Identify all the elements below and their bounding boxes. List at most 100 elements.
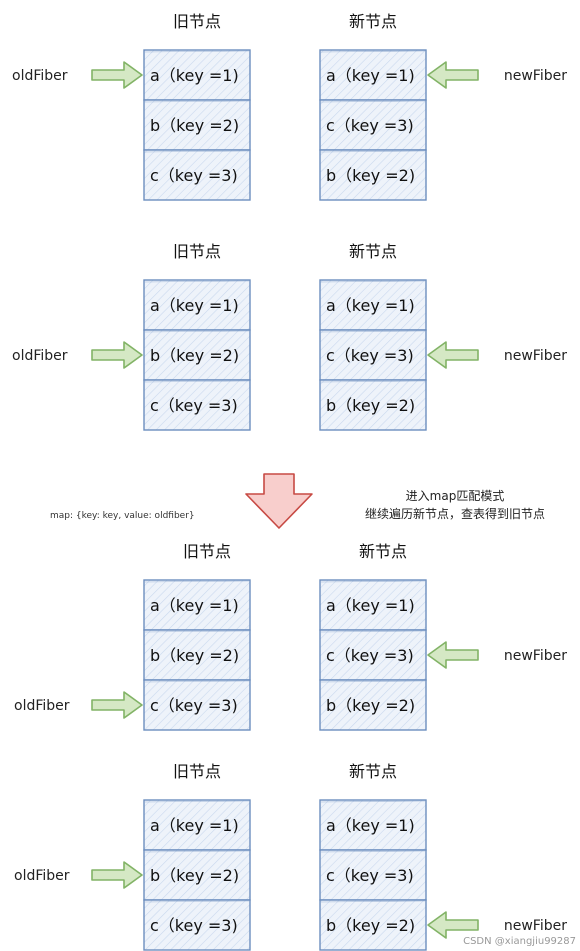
new-node-label: a（key =1) (326, 816, 415, 835)
new-node-cell: a（key =1) (319, 49, 427, 101)
new-node-label: a（key =1) (326, 596, 415, 615)
old-node-label: b（key =2) (150, 866, 239, 885)
old-node-cell: b（key =2) (143, 99, 251, 151)
new-node-label: b（key =2) (326, 166, 415, 185)
old-node-label: c（key =3) (150, 166, 238, 185)
panels-layer: 旧节点新节点a（key =1)b（key =2)c（key =3)a（key =… (12, 12, 567, 951)
left-arrow-icon (427, 911, 479, 939)
new-nodes-heading: 新节点 (349, 762, 397, 781)
old-node-label: a（key =1) (150, 296, 239, 315)
new-node-stack: a（key =1) c（key =3) b（key =2) (319, 799, 427, 951)
new-node-label: b（key =2) (326, 696, 415, 715)
new-node-cell: b（key =2) (319, 379, 427, 431)
new-node-cell: c（key =3) (319, 849, 427, 901)
new-node-cell: a（key =1) (319, 799, 427, 851)
transition-section: map: {key: key, value: oldfiber} 进入map匹配… (50, 473, 545, 529)
new-node-label: a（key =1) (326, 66, 415, 85)
old-fiber-pointer: oldFiber (14, 691, 143, 719)
old-nodes-heading: 旧节点 (173, 762, 221, 781)
old-node-cell: a（key =1) (143, 279, 251, 331)
old-node-stack: a（key =1) b（key =2) c（key =3) (143, 279, 251, 431)
old-fiber-pointer: oldFiber (14, 861, 143, 889)
map-mode-note-line2: 继续遍历新节点，查表得到旧节点 (365, 506, 545, 521)
old-node-cell: a（key =1) (143, 579, 251, 631)
right-arrow-icon (91, 341, 143, 369)
new-fiber-pointer: newFiber (427, 341, 567, 369)
right-arrow-icon (91, 861, 143, 889)
new-node-cell: b（key =2) (319, 899, 427, 951)
new-node-cell: c（key =3) (319, 329, 427, 381)
old-nodes-heading: 旧节点 (173, 242, 221, 261)
new-node-cell: b（key =2) (319, 149, 427, 201)
new-node-cell: c（key =3) (319, 629, 427, 681)
left-arrow-icon (427, 641, 479, 669)
new-fiber-pointer: newFiber (427, 641, 567, 669)
new-node-label: c（key =3) (326, 346, 414, 365)
old-node-label: a（key =1) (150, 816, 239, 835)
new-node-stack: a（key =1) c（key =3) b（key =2) (319, 579, 427, 731)
new-node-label: c（key =3) (326, 646, 414, 665)
old-node-cell: c（key =3) (143, 149, 251, 201)
new-nodes-heading: 新节点 (359, 542, 407, 561)
old-fiber-label: oldFiber (12, 68, 68, 84)
new-fiber-label: newFiber (504, 68, 567, 84)
new-node-label: b（key =2) (326, 396, 415, 415)
new-node-label: a（key =1) (326, 296, 415, 315)
diff-step-panel: 旧节点新节点a（key =1)b（key =2)c（key =3)a（key =… (14, 542, 567, 731)
new-node-stack: a（key =1) c（key =3) b（key =2) (319, 49, 427, 201)
old-node-label: b（key =2) (150, 646, 239, 665)
diff-step-panel: 旧节点新节点a（key =1)b（key =2)c（key =3)a（key =… (12, 12, 567, 201)
old-fiber-label: oldFiber (14, 698, 70, 714)
old-node-cell: c（key =3) (143, 679, 251, 731)
old-node-label: c（key =3) (150, 396, 238, 415)
new-node-cell: b（key =2) (319, 679, 427, 731)
old-node-stack: a（key =1) b（key =2) c（key =3) (143, 49, 251, 201)
new-fiber-pointer: newFiber (427, 61, 567, 89)
old-node-label: c（key =3) (150, 696, 238, 715)
old-fiber-pointer: oldFiber (12, 61, 143, 89)
old-node-cell: a（key =1) (143, 799, 251, 851)
new-fiber-label: newFiber (504, 348, 567, 364)
new-node-label: c（key =3) (326, 116, 414, 135)
old-node-stack: a（key =1) b（key =2) c（key =3) (143, 799, 251, 951)
old-node-cell: b（key =2) (143, 849, 251, 901)
right-arrow-icon (91, 61, 143, 89)
old-node-label: a（key =1) (150, 66, 239, 85)
old-node-cell: b（key =2) (143, 329, 251, 381)
old-node-cell: c（key =3) (143, 379, 251, 431)
new-fiber-label: newFiber (504, 918, 567, 934)
old-node-label: a（key =1) (150, 596, 239, 615)
map-mode-note-line1: 进入map匹配模式 (406, 489, 505, 503)
new-node-stack: a（key =1) c（key =3) b（key =2) (319, 279, 427, 431)
new-node-cell: a（key =1) (319, 279, 427, 331)
new-nodes-heading: 新节点 (349, 242, 397, 261)
new-node-cell: a（key =1) (319, 579, 427, 631)
right-arrow-icon (91, 691, 143, 719)
old-fiber-label: oldFiber (14, 868, 70, 884)
new-node-label: c（key =3) (326, 866, 414, 885)
old-nodes-heading: 旧节点 (173, 12, 221, 31)
new-node-label: b（key =2) (326, 916, 415, 935)
old-nodes-heading: 旧节点 (183, 542, 231, 561)
old-node-label: b（key =2) (150, 116, 239, 135)
old-node-label: c（key =3) (150, 916, 238, 935)
old-node-label: b（key =2) (150, 346, 239, 365)
new-node-cell: c（key =3) (319, 99, 427, 151)
old-node-stack: a（key =1) b（key =2) c（key =3) (143, 579, 251, 731)
diff-step-panel: 旧节点新节点a（key =1)b（key =2)c（key =3)a（key =… (14, 762, 567, 951)
new-nodes-heading: 新节点 (349, 12, 397, 31)
new-fiber-label: newFiber (504, 648, 567, 664)
watermark: CSDN @xiangjiu99287 (463, 936, 576, 947)
old-node-cell: b（key =2) (143, 629, 251, 681)
old-node-cell: c（key =3) (143, 899, 251, 951)
left-arrow-icon (427, 341, 479, 369)
diff-step-panel: 旧节点新节点a（key =1)b（key =2)c（key =3)a（key =… (12, 242, 567, 431)
left-arrow-icon (427, 61, 479, 89)
old-fiber-label: oldFiber (12, 348, 68, 364)
old-fiber-pointer: oldFiber (12, 341, 143, 369)
map-label: map: {key: key, value: oldfiber} (50, 511, 195, 521)
old-node-cell: a（key =1) (143, 49, 251, 101)
down-arrow-icon (245, 473, 313, 529)
new-fiber-pointer: newFiber (427, 911, 567, 939)
